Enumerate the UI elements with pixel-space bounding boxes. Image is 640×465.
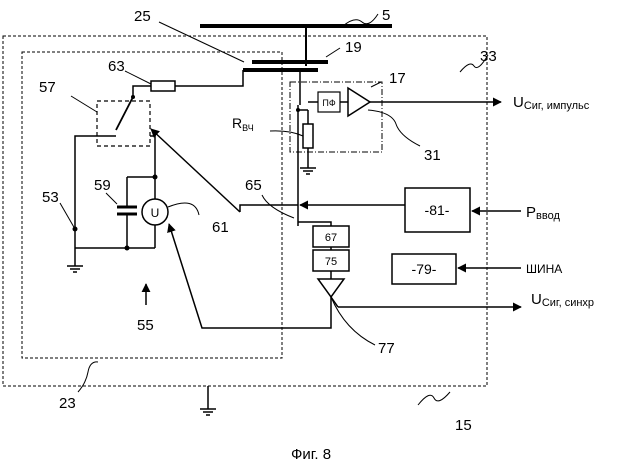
leader-65 — [262, 195, 294, 218]
wire-switch-left — [75, 136, 116, 262]
ref-33: 33 — [480, 48, 497, 65]
block-67-label: 67 — [325, 232, 337, 244]
capacitor-59 — [117, 177, 137, 248]
block-75-label: 75 — [325, 256, 337, 268]
ground-rhf — [300, 168, 316, 174]
ref-15: 15 — [455, 417, 472, 434]
ref-77: 77 — [378, 340, 395, 357]
ref-57: 57 — [39, 79, 56, 96]
amplifier-31 — [348, 88, 370, 116]
wire-65-to-control — [240, 205, 298, 212]
wire-plate-to-63 — [175, 70, 243, 86]
leader-17 — [371, 82, 381, 87]
pf-label: ПФ — [322, 98, 335, 108]
ref-59: 59 — [94, 177, 111, 194]
ref-53: 53 — [42, 189, 59, 206]
voltmeter-label: U — [151, 206, 160, 220]
leader-61 — [168, 203, 199, 215]
resistor-rhf — [303, 124, 313, 148]
ref-25: 25 — [134, 8, 151, 25]
leader-57 — [71, 96, 97, 112]
wire-sync-feedback — [169, 224, 331, 328]
amplifier-77 — [318, 279, 344, 297]
wire-switch-right — [150, 136, 155, 199]
ref-55: 55 — [137, 317, 154, 334]
leader-31 — [368, 110, 420, 146]
label-p-input: Pввод — [526, 204, 560, 222]
switch-blade — [116, 97, 133, 130]
leader-63 — [125, 71, 151, 84]
label-u-pulse: UСиг, импульс — [513, 94, 590, 112]
block-79-label: -79- — [412, 261, 437, 277]
switch-boundary-57 — [97, 101, 150, 146]
ground-bottom — [200, 386, 216, 415]
ref-61: 61 — [212, 219, 229, 236]
figure-caption: Фиг. 8 — [291, 446, 331, 463]
ref-17: 17 — [389, 70, 406, 87]
leader-59 — [106, 193, 117, 204]
leader-23 — [78, 362, 98, 392]
ref-19: 19 — [345, 39, 362, 56]
ground-53 — [67, 262, 83, 272]
wire-control-switch — [151, 129, 240, 212]
leader-53 — [60, 203, 75, 229]
ref-65: 65 — [245, 177, 262, 194]
ref-63: 63 — [108, 58, 125, 75]
resistor-63 — [151, 81, 175, 91]
leader-77 — [331, 297, 375, 345]
leader-19 — [326, 48, 340, 57]
ref-23: 23 — [59, 395, 76, 412]
label-u-sync: UСиг, синхр — [531, 291, 594, 309]
leader-15 — [418, 392, 450, 405]
label-bus: ШИНА — [526, 262, 562, 276]
node-top-cap — [153, 175, 158, 180]
label-rhf: RВЧ — [232, 115, 254, 133]
switch-contact — [131, 95, 135, 99]
wire-63-to-switch — [133, 86, 151, 97]
block-81-label: -81- — [425, 202, 450, 218]
ref-31: 31 — [424, 147, 441, 164]
ref-5: 5 — [382, 7, 390, 24]
